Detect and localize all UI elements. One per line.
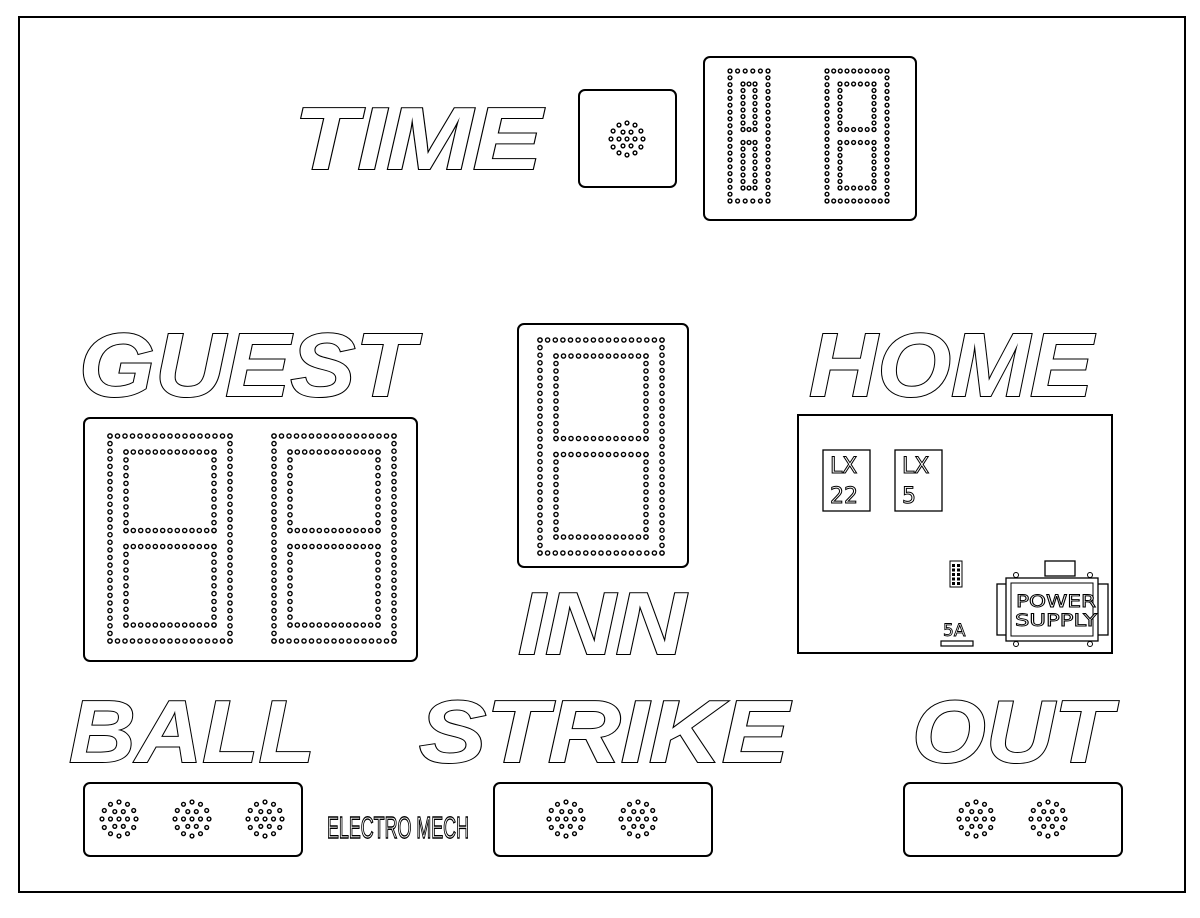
- lx22-chip-line2: 22: [830, 484, 858, 509]
- out-lamps: [956, 799, 1068, 839]
- strike-label: STRIKE: [419, 682, 792, 781]
- lx5-chip-line1: LX: [902, 454, 929, 479]
- guest-label: GUEST: [79, 316, 423, 416]
- guest-digit-ones: [271, 433, 397, 644]
- guest-score-panel: [83, 417, 418, 662]
- inning-digit: [537, 337, 665, 556]
- fuse-icon: [940, 640, 974, 647]
- strike-lamp-panel: [493, 782, 713, 857]
- ball-lamps: [99, 799, 285, 839]
- guest-digit-tens: [107, 433, 233, 644]
- inning-label: INN: [518, 574, 689, 673]
- ball-label: BALL: [69, 682, 315, 781]
- time-colon-lamp: [608, 120, 646, 158]
- power-supply-label-line2: SUPPLY: [1015, 611, 1098, 631]
- fuse-label: 5A: [943, 621, 966, 641]
- strike-lamps: [546, 799, 658, 839]
- connector-header: [949, 560, 963, 588]
- time-display-panel: [703, 56, 917, 221]
- time-label: TIME: [294, 89, 545, 188]
- brand-logo: ELECTRO MECH: [327, 809, 469, 845]
- lx22-chip: [822, 449, 871, 512]
- out-label: OUT: [912, 682, 1119, 781]
- lx5-chip: [894, 449, 943, 512]
- lx5-chip-line2: 5: [902, 484, 916, 509]
- lx22-chip-line1: LX: [830, 454, 857, 479]
- time-digit-tens: [727, 68, 771, 204]
- power-supply-icon: [996, 560, 1109, 647]
- time-digit-ones: [824, 68, 890, 204]
- home-label: HOME: [809, 316, 1096, 416]
- out-lamp-panel: [903, 782, 1123, 857]
- power-supply-label-line1: POWER: [1016, 592, 1096, 612]
